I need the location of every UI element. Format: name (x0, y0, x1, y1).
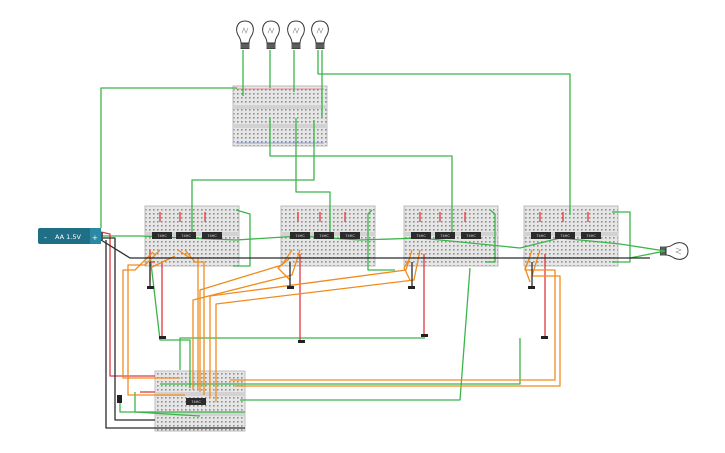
ic-chip-label: 74HC (319, 234, 329, 238)
ic-chip-label: 74HC (345, 234, 355, 238)
breadboard-top[interactable] (232, 85, 328, 147)
ic-chip[interactable]: 74HC (186, 398, 206, 405)
ic-chip[interactable]: 74HC (202, 232, 222, 239)
switch-icon[interactable] (298, 340, 305, 343)
ic-chip-label: 74HC (440, 234, 450, 238)
ic-chip-label: 74HC (181, 234, 191, 238)
light-bulb-icon[interactable] (236, 20, 254, 50)
ic-chip[interactable]: 74HC (531, 232, 551, 239)
ic-chip[interactable]: 74HC (581, 232, 601, 239)
switch-icon[interactable] (117, 395, 122, 403)
ic-chip[interactable]: 74HC (435, 232, 455, 239)
wires (100, 50, 666, 429)
ic-chip-label: 74HC (560, 234, 570, 238)
light-bulb-icon[interactable] (287, 20, 305, 50)
light-bulb-icon[interactable] (311, 20, 329, 50)
ic-chip[interactable]: 74HC (555, 232, 575, 239)
ic-chip-label: 74HC (157, 234, 167, 238)
ic-chip-label: 74HC (586, 234, 596, 238)
ic-chip[interactable]: 74HC (152, 232, 172, 239)
ic-chip[interactable]: 74HC (176, 232, 196, 239)
ic-chip[interactable]: 74HC (314, 232, 334, 239)
chips: 74HC 74HC 74HC 74HC 74HC 74HC 74HC 74HC 74HC 74HC… (152, 232, 601, 405)
ic-chip[interactable]: 74HC (290, 232, 310, 239)
ic-chip-label: 74HC (416, 234, 426, 238)
switch-icon[interactable] (541, 336, 548, 339)
ic-chip[interactable]: 74HC (411, 232, 431, 239)
battery-plus: + (92, 234, 98, 242)
switch-icon[interactable] (159, 336, 166, 339)
switch-icon[interactable] (287, 286, 294, 289)
battery-label: AA 1.5V (55, 233, 81, 241)
ic-chip-label: 74HC (466, 234, 476, 238)
battery-minus: - (44, 233, 47, 242)
ic-chip-label: 74HC (295, 234, 305, 238)
ic-chip-label: 74HC (536, 234, 546, 238)
switch-icon[interactable] (421, 334, 428, 337)
light-bulb-icon[interactable] (262, 20, 280, 50)
switch-icon[interactable] (528, 286, 535, 289)
switch-icon[interactable] (408, 286, 415, 289)
ic-chip[interactable]: 74HC (340, 232, 360, 239)
ic-chip-label: 74HC (207, 234, 217, 238)
ic-chip[interactable]: 74HC (461, 232, 481, 239)
switch-icon[interactable] (147, 286, 154, 289)
battery-icon[interactable]: - AA 1.5V + (38, 228, 103, 244)
ic-chip-label: 74HC (191, 400, 201, 404)
